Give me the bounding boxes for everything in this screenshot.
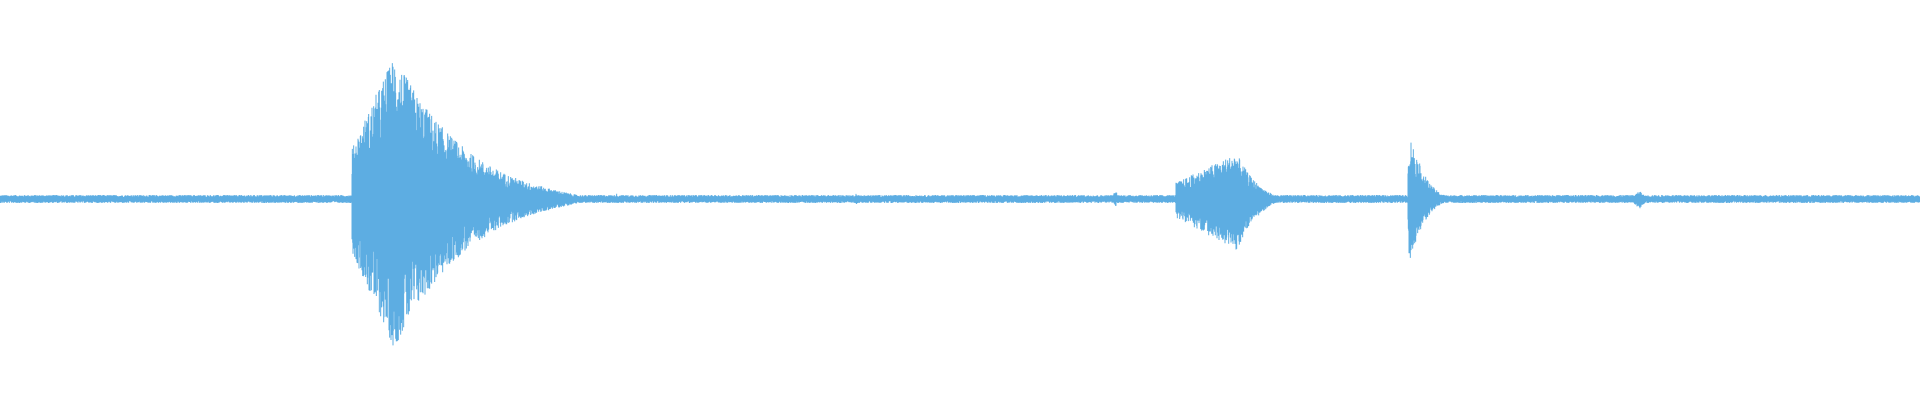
waveform-signal <box>0 63 1920 346</box>
